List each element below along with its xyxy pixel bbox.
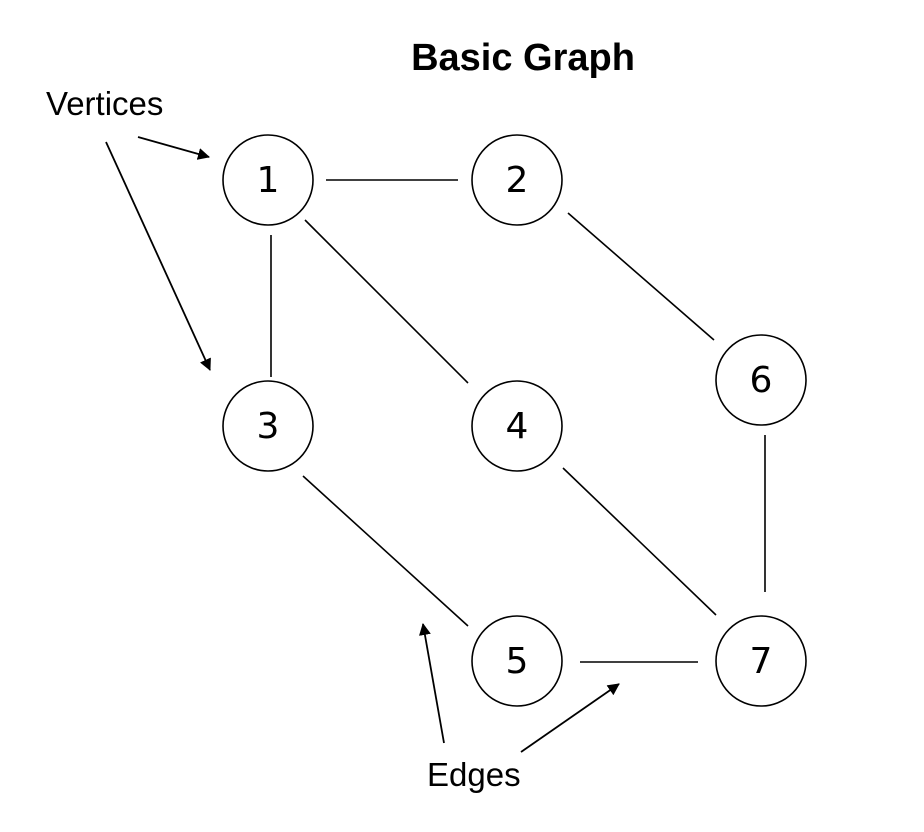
vertex-7: 7 <box>715 615 807 707</box>
vertex-label: 7 <box>750 641 773 682</box>
vertex-5: 5 <box>471 615 563 707</box>
vertex-circle <box>471 615 563 707</box>
edge-1-4 <box>304 219 469 384</box>
vertex-circle <box>715 334 807 426</box>
vertex-6: 6 <box>715 334 807 426</box>
vertex-circle <box>715 615 807 707</box>
diagram-title: Basic Graph <box>411 37 635 79</box>
vertex-4: 4 <box>471 380 563 472</box>
vertex-label: 2 <box>506 160 529 201</box>
vertex-3: 3 <box>222 380 314 472</box>
edge-4-7 <box>562 467 717 616</box>
vertex-label: 1 <box>257 160 280 201</box>
edges-callout-label: Edges <box>427 756 521 793</box>
vertex-circle <box>222 380 314 472</box>
vertices-callout-label: Vertices <box>46 85 163 122</box>
vertex-label: 6 <box>750 360 773 401</box>
vertex-label: 5 <box>506 641 529 682</box>
vertices-arrow-to-vertex-1 <box>137 136 210 160</box>
edge-3-5 <box>302 475 469 627</box>
vertex-circle <box>222 134 314 226</box>
edge-2-6 <box>567 212 715 341</box>
vertex-1: 1 <box>222 134 314 226</box>
edges-arrow-to-edge-3-5 <box>419 623 445 744</box>
vertices-arrow-to-vertex-3 <box>105 141 211 371</box>
vertex-2: 2 <box>471 134 563 226</box>
vertex-label: 3 <box>257 406 280 447</box>
vertex-circle <box>471 380 563 472</box>
vertex-circle <box>471 134 563 226</box>
edges-layer <box>270 179 766 663</box>
vertex-label: 4 <box>506 406 529 447</box>
edges-arrow-to-edge-5-7 <box>520 683 620 753</box>
